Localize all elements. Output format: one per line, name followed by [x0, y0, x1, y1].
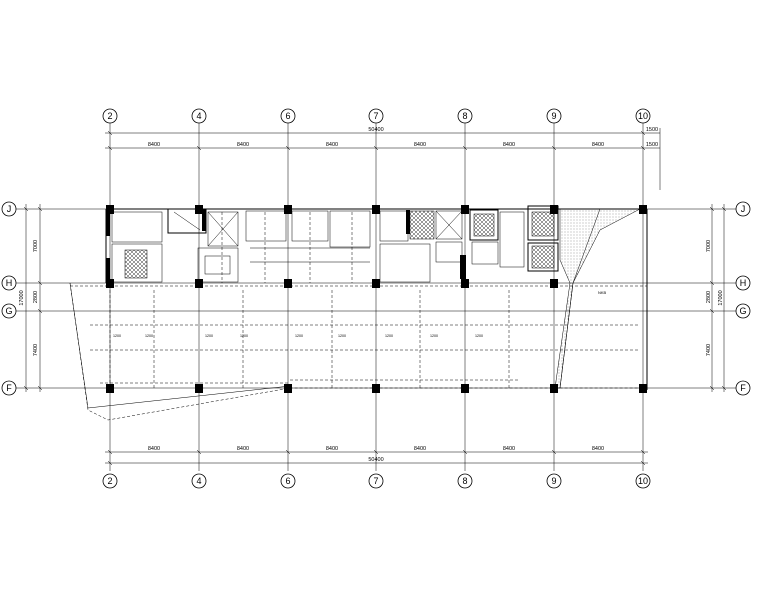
columns	[106, 205, 647, 393]
beam-mark: 1200	[145, 334, 153, 338]
axis-label-top: 4	[196, 111, 201, 121]
beam-mark: 1200	[475, 334, 483, 338]
axis-label-right: J	[741, 204, 746, 214]
beam-lines	[90, 212, 640, 388]
beam-mark: 1200	[205, 334, 213, 338]
bottom-bay-dim: 8400	[503, 446, 515, 452]
axis-label-bottom: 10	[638, 476, 648, 486]
left-total-dim: 17000	[19, 290, 25, 305]
top-bay-dim: 8400	[592, 142, 604, 148]
top-bay-dim: 8400	[237, 142, 249, 148]
axis-label-top: 7	[373, 111, 378, 121]
right-span-dim: 2800	[706, 291, 712, 303]
top-bay-dim: 8400	[326, 142, 338, 148]
bottom-bay-dim: 8400	[237, 446, 249, 452]
axis-label-right: H	[740, 278, 747, 288]
left-span-dim: 2800	[33, 291, 39, 303]
axis-label-top: 8	[462, 111, 467, 121]
top-bay-dim: 8400	[148, 142, 160, 148]
axis-label-top: 6	[285, 111, 290, 121]
axis-label-right: G	[739, 306, 746, 316]
beam-mark: 1200	[295, 334, 303, 338]
beam-mark: 1200	[430, 334, 438, 338]
bottom-axis-bubbles: 2 4 6 7 8 9 10	[102, 473, 651, 489]
axis-label-bottom: 2	[107, 476, 112, 486]
room-label: NKB	[598, 290, 607, 295]
left-axis-bubbles: J H G F	[1, 201, 17, 396]
axis-label-bottom: 6	[285, 476, 290, 486]
axis-label-top: 2	[107, 111, 112, 121]
beam-mark: 1200	[240, 334, 248, 338]
axis-label-bottom: 7	[373, 476, 378, 486]
beam-mark: 1200	[113, 334, 121, 338]
axis-label-bottom: 4	[196, 476, 201, 486]
top-right-offset: 1500	[646, 142, 658, 148]
beam-marks: 1200 1200 1200 1200 1200 1200 1200 1200 …	[113, 290, 607, 338]
bottom-bay-dim: 8400	[592, 446, 604, 452]
top-axis-bubbles: 2 4 6 7 8 9 10	[102, 108, 651, 124]
bottom-bay-dim: 8400	[326, 446, 338, 452]
axis-label-bottom: 9	[551, 476, 556, 486]
axis-label-top: 10	[638, 111, 648, 121]
bottom-bay-dim: 8400	[414, 446, 426, 452]
top-total-dim: 50400	[368, 127, 383, 133]
bottom-total-dim: 50400	[368, 457, 383, 463]
beam-mark: 1200	[385, 334, 393, 338]
bottom-dimension-chain: 8400 8400 8400 8400 8400 8400 50400	[105, 446, 648, 466]
right-span-dim: 7000	[706, 240, 712, 252]
axis-label-left: H	[6, 278, 13, 288]
right-span-dim: 7400	[706, 344, 712, 356]
top-dimension-chain: 8400 8400 8400 8400 8400 8400 50400 1500…	[105, 127, 661, 190]
right-dimension-chain: 7000 2800 7400 17000	[706, 204, 727, 392]
left-dimension-chain: 7000 2800 7400 17000	[19, 204, 43, 392]
vertical-grid-lines	[109, 123, 644, 471]
right-total-dim: 17000	[718, 290, 724, 305]
building-outline	[69, 208, 648, 421]
axis-label-right: F	[740, 383, 746, 393]
left-span-dim: 7400	[33, 344, 39, 356]
top-bay-dim: 8400	[503, 142, 515, 148]
top-right-offset: 1500	[646, 127, 658, 133]
axis-label-top: 9	[551, 111, 556, 121]
top-bay-dim: 8400	[414, 142, 426, 148]
beam-mark: 1200	[338, 334, 346, 338]
axis-label-left: F	[6, 383, 12, 393]
right-axis-bubbles: J H G F	[735, 201, 751, 396]
axis-label-bottom: 8	[462, 476, 467, 486]
core-rooms	[111, 205, 559, 283]
left-span-dim: 7000	[33, 240, 39, 252]
axis-label-left: G	[5, 306, 12, 316]
axis-label-left: J	[7, 204, 12, 214]
bottom-bay-dim: 8400	[148, 446, 160, 452]
